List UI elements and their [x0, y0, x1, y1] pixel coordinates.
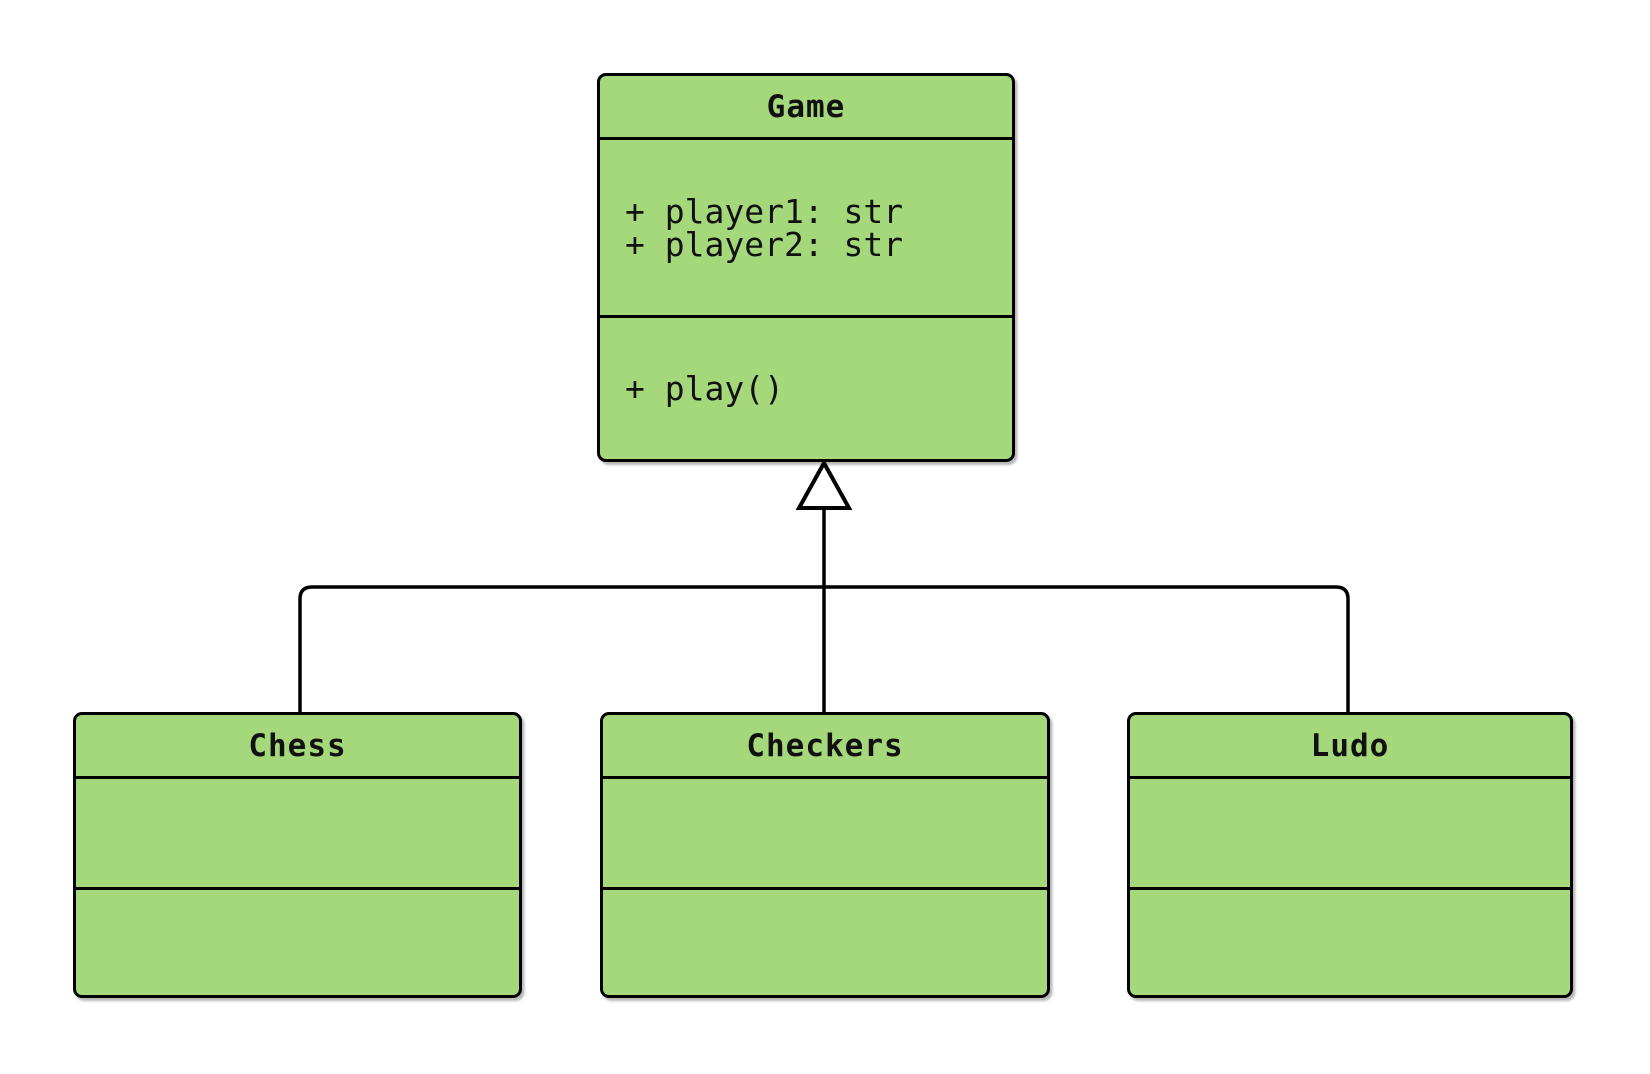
class-methods-checkers — [603, 887, 1047, 995]
attribute-line: + player2: str — [625, 224, 904, 264]
inheritance-triangle-arrowhead — [795, 458, 853, 510]
class-attributes-game: + player1: str + player2: str — [600, 140, 1012, 315]
class-box-ludo: Ludo — [1127, 712, 1573, 998]
class-attributes-chess — [76, 779, 519, 887]
class-name-chess: Chess — [76, 715, 519, 779]
class-box-chess: Chess — [73, 712, 522, 998]
class-methods-chess — [76, 887, 519, 995]
class-methods-game: + play() — [600, 315, 1012, 459]
method-line: + play() — [625, 369, 784, 408]
class-attributes-checkers — [603, 779, 1047, 887]
class-attributes-ludo — [1130, 779, 1570, 887]
inheritance-branch-line — [298, 585, 1350, 712]
class-methods-ludo — [1130, 887, 1570, 995]
attribute-line: + player1: str — [625, 191, 904, 231]
class-box-game: Game + player1: str + player2: str + pla… — [597, 73, 1015, 462]
class-name-checkers: Checkers — [603, 715, 1047, 779]
class-name-ludo: Ludo — [1130, 715, 1570, 779]
class-name-game: Game — [600, 76, 1012, 140]
class-box-checkers: Checkers — [600, 712, 1050, 998]
